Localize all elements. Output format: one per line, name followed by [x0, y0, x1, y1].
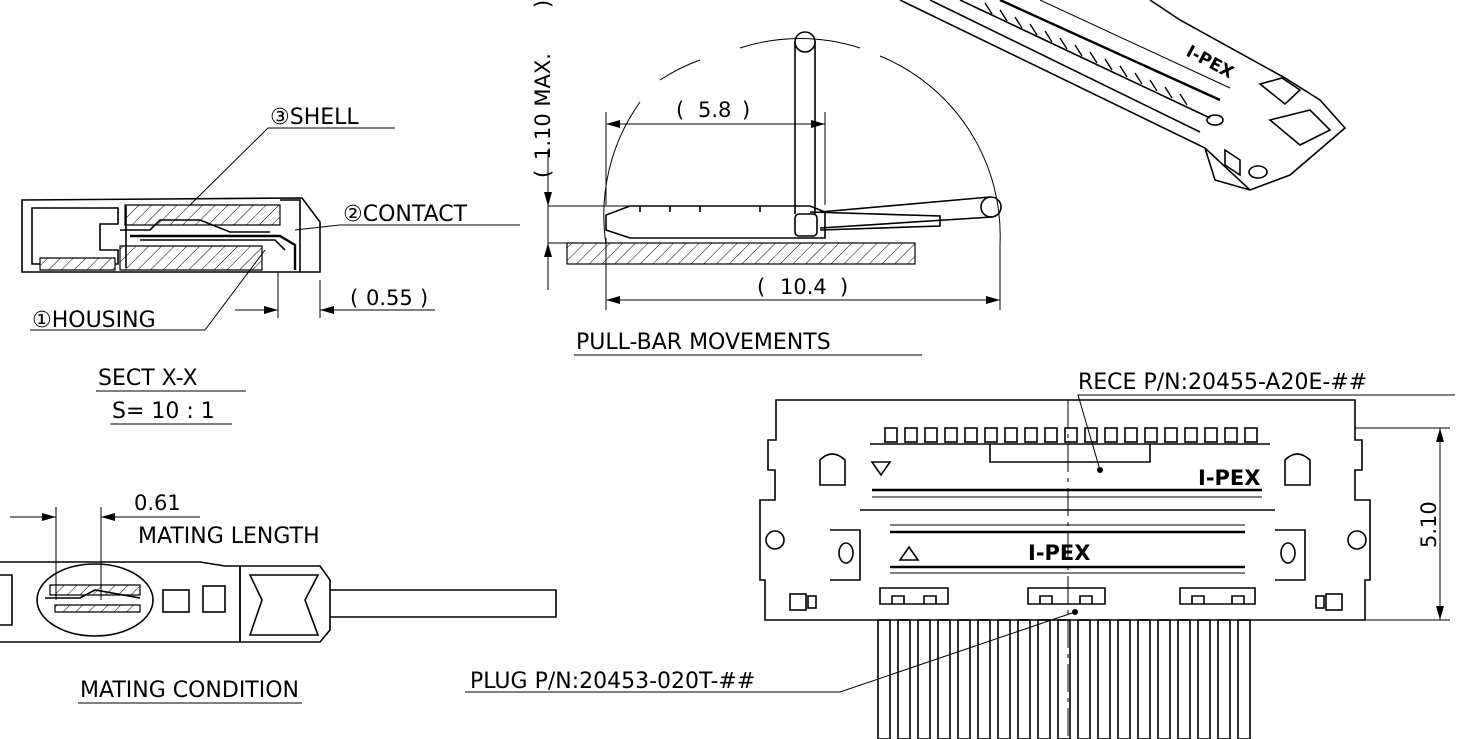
section-view: 0.55 ( ) ③SHELL ②CONTACT ①HOUSING SECT X… — [21, 105, 520, 425]
section-scale: S= 10 : 1 — [112, 399, 215, 424]
front-logo-mid: I-PEX — [1028, 541, 1090, 565]
isometric-connector-view: I-PEX — [899, 0, 1347, 191]
pullbar-title: PULL-BAR MOVEMENTS — [576, 330, 831, 355]
dim-0-61: 0.61 — [134, 491, 181, 515]
iso-logo: I-PEX — [1183, 42, 1237, 83]
mating-view: 0.61 MATING LENGTH MATING CONDITION — [0, 491, 557, 704]
svg-text:(: ( — [757, 275, 765, 299]
svg-text:): ) — [742, 98, 750, 122]
triangle-up-mark — [898, 545, 920, 561]
front-view: I-PEX I-PEX RECE P/N:20455-A20E-## PLUG … — [465, 370, 1455, 739]
section-title: SECT X-X — [98, 366, 198, 391]
svg-text:): ) — [840, 275, 848, 299]
label-plug-pn: PLUG P/N:20453-020T-## — [470, 669, 755, 694]
triangle-down-mark — [870, 461, 892, 477]
front-logo-top: I-PEX — [1198, 466, 1260, 490]
label-rece-pn: RECE P/N:20455-A20E-## — [1078, 370, 1367, 395]
svg-text:): ) — [420, 286, 428, 310]
label-shell: ③SHELL — [270, 105, 359, 130]
svg-text:): ) — [531, 0, 555, 8]
dim-5-10: 5.10 — [1417, 501, 1441, 548]
dim-0-55: 0.55 — [366, 286, 413, 310]
svg-text:(: ( — [676, 98, 684, 122]
dim-10-4: 10.4 — [780, 275, 827, 299]
label-mating-length: MATING LENGTH — [138, 524, 320, 549]
label-housing: ①HOUSING — [32, 308, 156, 333]
svg-text:(: ( — [531, 170, 555, 178]
label-contact: ②CONTACT — [343, 202, 468, 227]
dim-1-10-max: 1.10 MAX. — [531, 53, 555, 160]
mating-title: MATING CONDITION — [80, 678, 299, 703]
pull-bar-view: ( 5.8 ) ( 10.4 ) 1.10 MAX. ( ) PULL-BAR … — [531, 0, 1002, 356]
dim-5-8: 5.8 — [698, 98, 731, 122]
svg-text:(: ( — [350, 286, 358, 310]
